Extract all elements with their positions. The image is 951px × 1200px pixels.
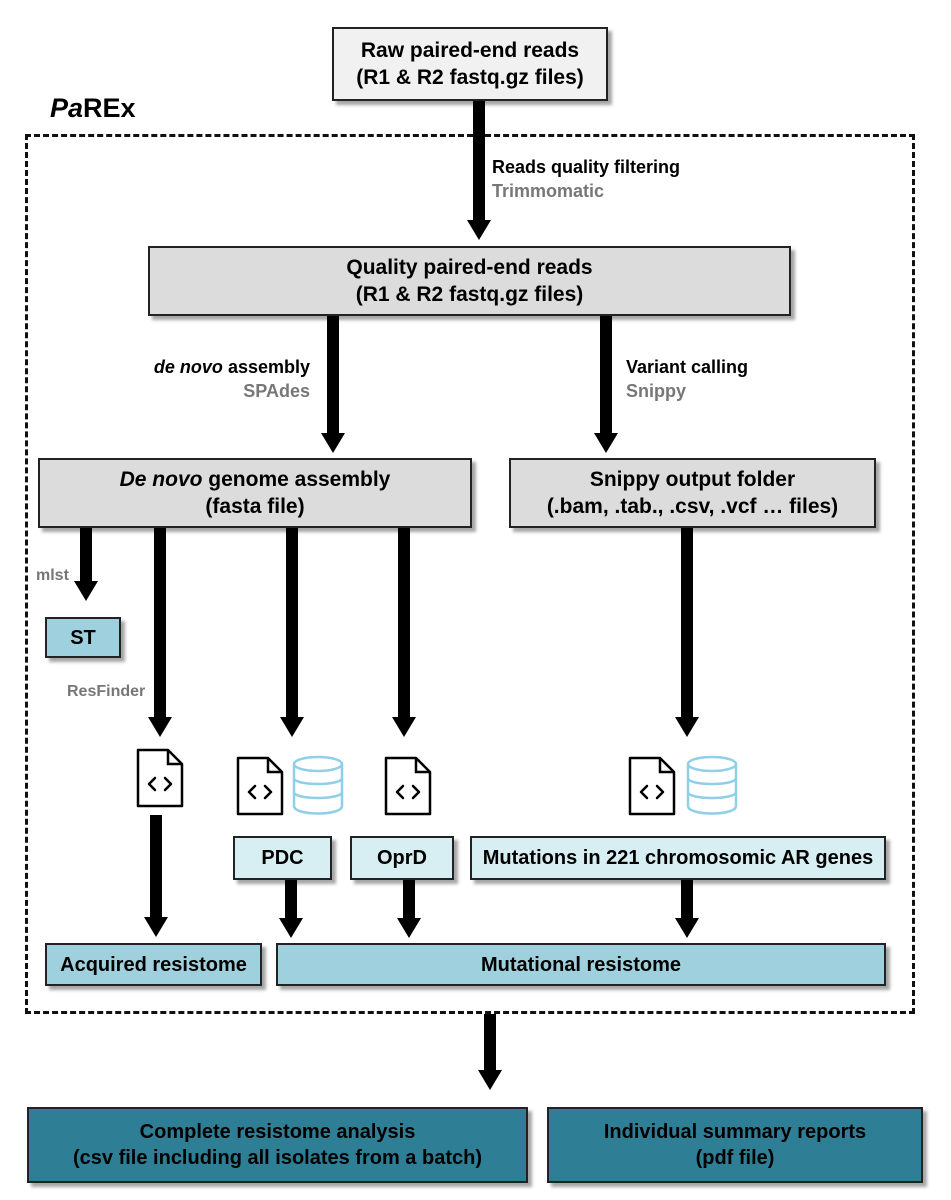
- arrow-denovo-head: [321, 433, 345, 453]
- arrow-pdc-to-mutational: [285, 880, 297, 919]
- arrow-to-acquired-head: [144, 917, 168, 937]
- database-icon: [684, 754, 740, 816]
- arrow-to-outputs-head: [478, 1070, 502, 1090]
- arrow-resfinder: [154, 528, 166, 718]
- mutational-resistome-box: Mutational resistome: [276, 943, 886, 986]
- arrow-filtering-head: [467, 220, 491, 240]
- arrow-mutations-to-mutational: [681, 880, 693, 919]
- pipeline-title: PaREx: [50, 93, 136, 123]
- quality-reads-box: Quality paired-end reads(R1 & R2 fastq.g…: [148, 246, 791, 316]
- arrow-pdc: [286, 528, 298, 718]
- mlst-label: mlst: [36, 567, 69, 584]
- individual-reports-box: Individual summary reports(pdf file): [547, 1107, 923, 1183]
- arrow-resfinder-head: [148, 717, 172, 737]
- mutations-box: Mutations in 221 chromosomic AR genes: [470, 836, 886, 880]
- oprd-box: OprD: [350, 836, 454, 880]
- st-box: ST: [45, 617, 121, 658]
- arrow-snippy-analysis: [681, 528, 693, 718]
- denovo-step-label: de novo assembly SPAdes: [153, 357, 310, 402]
- resfinder-label: ResFinder: [67, 683, 146, 700]
- pdc-box: PDC: [233, 836, 332, 880]
- code-file-icon: [626, 754, 678, 818]
- arrow-filtering: [473, 101, 485, 221]
- snippy-output-box: Snippy output folder(.bam, .tab., .csv, …: [509, 458, 876, 528]
- code-file-icon: [382, 754, 434, 818]
- code-file-icon: [134, 746, 186, 810]
- arrow-mlst: [80, 528, 92, 582]
- filtering-step-label: Reads quality filtering Trimmomatic: [492, 157, 681, 202]
- arrow-variant: [600, 316, 612, 434]
- arrow-snippy-analysis-head: [675, 717, 699, 737]
- code-file-icon: [234, 754, 286, 818]
- arrow-mlst-head: [74, 581, 98, 601]
- database-icon: [290, 754, 346, 816]
- complete-resistome-box: Complete resistome analysis(csv file inc…: [27, 1107, 528, 1183]
- arrow-denovo: [327, 316, 339, 434]
- arrow-pdc-head: [280, 717, 304, 737]
- acquired-resistome-box: Acquired resistome: [45, 943, 262, 986]
- raw-reads-box: Raw paired-end reads(R1 & R2 fastq.gz fi…: [332, 27, 608, 101]
- arrow-to-acquired: [150, 815, 162, 918]
- arrow-to-outputs: [484, 1014, 496, 1071]
- arrow-oprd-to-mutational-head: [397, 918, 421, 938]
- de-novo-assembly-box: De novo genome assembly (fasta file): [38, 458, 472, 528]
- arrow-oprd: [398, 528, 410, 718]
- arrow-pdc-to-mutational-head: [279, 918, 303, 938]
- arrow-oprd-to-mutational: [403, 880, 415, 919]
- arrow-mutations-to-mutational-head: [675, 918, 699, 938]
- pipeline-boundary: [25, 134, 915, 1014]
- arrow-variant-head: [594, 433, 618, 453]
- arrow-oprd-head: [392, 717, 416, 737]
- variant-step-label: Variant calling Snippy: [626, 357, 749, 402]
